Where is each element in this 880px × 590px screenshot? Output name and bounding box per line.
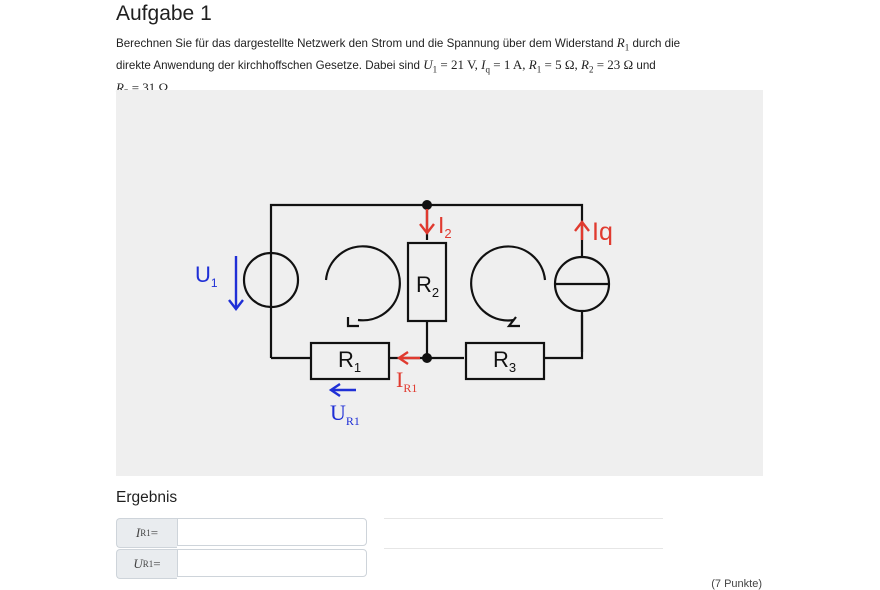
answer-input-ir1[interactable] — [177, 518, 367, 546]
iq-label: Iq — [592, 218, 613, 246]
circuit-figure: R2 R1 R3 U1 UR1 I2 Iq IR1 — [116, 90, 763, 476]
node-top — [422, 200, 432, 210]
resistor-r2 — [406, 241, 448, 323]
feedback-line-2 — [384, 548, 663, 549]
wire-bottom-right — [544, 315, 584, 360]
mesh-arrow-right — [470, 245, 547, 322]
circuit-diagram: R2 R1 R3 U1 UR1 I2 Iq IR1 — [195, 200, 613, 428]
task-title: Aufgabe 1 — [116, 2, 212, 25]
ur1-label: UR1 — [330, 400, 360, 428]
r2-label: R2 — [416, 272, 439, 300]
r3-label: R3 — [493, 347, 516, 375]
ir1-label: IR1 — [396, 367, 417, 395]
node-bottom — [422, 353, 432, 363]
answer-input-ur1[interactable] — [177, 549, 367, 577]
r1-label: R1 — [338, 347, 361, 375]
mesh-arrow-left — [324, 245, 401, 322]
feedback-line-1 — [384, 518, 663, 519]
resistor-r3 — [464, 341, 546, 381]
resistor-r1 — [309, 341, 391, 381]
i2-label: I2 — [438, 212, 452, 241]
u1-label: U1 — [195, 262, 218, 290]
ergebnis-heading: Ergebnis — [116, 489, 178, 506]
points-label: (7 Punkte) — [711, 578, 762, 590]
task-description: Berechnen Sie für das dargestellte Netzw… — [116, 35, 681, 97]
